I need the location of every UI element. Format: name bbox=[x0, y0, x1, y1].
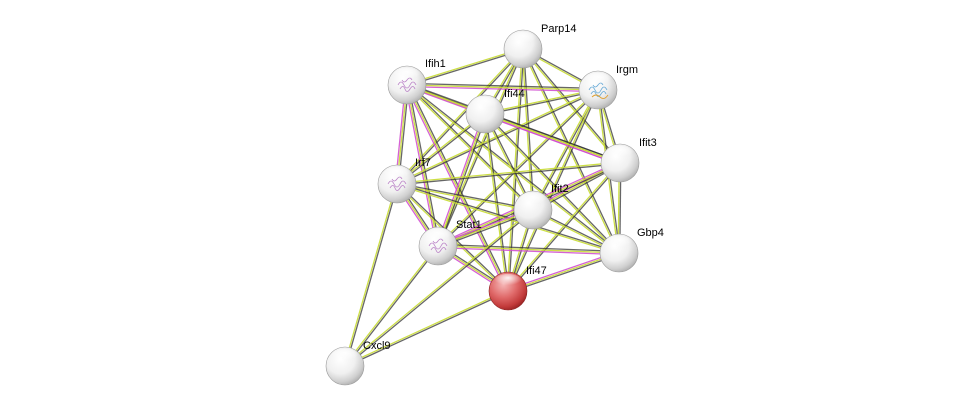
node-stat1[interactable]: Stat1 bbox=[418, 219, 482, 266]
edge-line-textmining bbox=[436, 88, 598, 246]
edge-line-coexpression bbox=[397, 182, 534, 210]
edge-line-coexpression bbox=[407, 83, 535, 210]
edge-line-textmining bbox=[405, 85, 533, 212]
edge-line-coexpression bbox=[407, 49, 524, 87]
edge-line-coexpression bbox=[397, 163, 621, 186]
edge-line-coexpression bbox=[508, 163, 622, 292]
edge-line-coexpression bbox=[345, 291, 509, 368]
node-label: Stat1 bbox=[456, 219, 482, 231]
node-label: Irgm bbox=[616, 64, 638, 76]
edge-line-textmining bbox=[343, 183, 397, 366]
edge-line-textmining bbox=[521, 49, 620, 164]
node-ifi44[interactable]: Ifi44 bbox=[465, 88, 525, 134]
edge-ifit3-irf7[interactable] bbox=[396, 161, 621, 186]
node-label: Gbp4 bbox=[637, 227, 664, 239]
node-cxcl9[interactable]: Cxcl9 bbox=[325, 340, 391, 386]
node-highlight bbox=[519, 192, 547, 207]
edge-line-database bbox=[406, 85, 598, 93]
node-label: Ifit2 bbox=[551, 183, 569, 195]
node-irgm[interactable]: Irgm bbox=[578, 64, 638, 110]
edge-ifi44-gbp4[interactable] bbox=[483, 112, 621, 255]
node-ifit2[interactable]: Ifit2 bbox=[513, 183, 569, 230]
edge-line-coexpression bbox=[438, 49, 525, 247]
edge-line-coexpression bbox=[438, 243, 620, 253]
edge-line-textmining bbox=[396, 161, 620, 184]
node-highlight bbox=[471, 96, 499, 111]
edge-ifih1-irgm[interactable] bbox=[406, 82, 599, 93]
edge-irgm-stat1[interactable] bbox=[436, 88, 600, 248]
edge-ifi47-cxcl9[interactable] bbox=[344, 289, 509, 368]
edge-line-textmining bbox=[437, 245, 620, 254]
edge-line-coexpression bbox=[345, 246, 440, 367]
edge-line-textmining bbox=[396, 184, 533, 212]
edge-line-textmining bbox=[507, 252, 620, 292]
edge-stat1-cxcl9[interactable] bbox=[343, 245, 440, 367]
edge-line-textmining bbox=[406, 47, 523, 85]
edge-line-textmining bbox=[483, 114, 619, 255]
node-label: Ifi47 bbox=[526, 265, 547, 277]
edge-line-textmining bbox=[506, 89, 598, 291]
node-highlight bbox=[606, 145, 634, 160]
node-highlight bbox=[424, 228, 452, 243]
protein-structure-icon bbox=[591, 94, 609, 100]
node-ifit3[interactable]: Ifit3 bbox=[600, 137, 657, 183]
node-ifi47[interactable]: Ifi47 bbox=[488, 265, 547, 311]
edge-line-coexpression bbox=[485, 111, 621, 163]
edge-parp14-irf7[interactable] bbox=[395, 48, 525, 185]
edge-line-coexpression bbox=[345, 210, 534, 368]
node-label: Cxcl9 bbox=[363, 340, 391, 352]
node-irf7[interactable]: Irf7 bbox=[377, 157, 431, 204]
edge-line-coexpression bbox=[345, 184, 399, 367]
node-highlight bbox=[383, 166, 411, 181]
node-highlight bbox=[509, 31, 537, 46]
node-label: Ifi44 bbox=[504, 88, 525, 100]
edge-ifit2-cxcl9[interactable] bbox=[344, 208, 534, 368]
edge-irf7-cxcl9[interactable] bbox=[343, 183, 399, 367]
node-label: Irf7 bbox=[415, 157, 431, 169]
edge-line-textmining bbox=[344, 289, 508, 366]
edge-irf7-ifit2[interactable] bbox=[396, 182, 534, 212]
edge-line-textmining bbox=[344, 208, 533, 366]
edge-line-coexpression bbox=[485, 112, 621, 253]
edge-ifih1-ifit2[interactable] bbox=[405, 83, 535, 212]
node-highlight bbox=[584, 72, 612, 87]
node-label: Ifit3 bbox=[639, 137, 657, 149]
edge-ifi44-ifit3[interactable] bbox=[484, 111, 621, 166]
edge-gbp4-ifi47[interactable] bbox=[507, 250, 620, 294]
node-ifih1[interactable]: Ifih1 bbox=[387, 58, 446, 105]
node-parp14[interactable]: Parp14 bbox=[503, 23, 576, 69]
edge-line-textmining bbox=[484, 113, 621, 164]
edge-line-coexpression bbox=[397, 49, 525, 185]
node-highlight bbox=[494, 273, 522, 288]
node-label: Parp14 bbox=[541, 23, 576, 35]
edge-line-coexpression bbox=[508, 253, 620, 294]
node-gbp4[interactable]: Gbp4 bbox=[599, 227, 664, 273]
edge-line-coexpression bbox=[438, 114, 488, 247]
node-highlight bbox=[331, 348, 359, 363]
edge-stat1-gbp4[interactable] bbox=[437, 243, 620, 256]
edge-line-textmining bbox=[343, 245, 438, 366]
node-highlight bbox=[393, 67, 421, 82]
node-highlight bbox=[605, 235, 633, 250]
edge-line-textmining bbox=[437, 113, 486, 247]
node-label: Ifih1 bbox=[425, 58, 446, 70]
edge-line-database bbox=[437, 246, 619, 256]
edge-line-database bbox=[507, 250, 619, 291]
edge-line-textmining bbox=[531, 89, 598, 210]
edge-line-database bbox=[484, 114, 620, 166]
edge-line-coexpression bbox=[407, 82, 599, 90]
edge-line-coexpression bbox=[438, 90, 600, 248]
edge-parp14-ifih1[interactable] bbox=[406, 47, 524, 87]
edge-line-textmining bbox=[395, 48, 523, 184]
edge-line-textmining bbox=[406, 84, 599, 91]
